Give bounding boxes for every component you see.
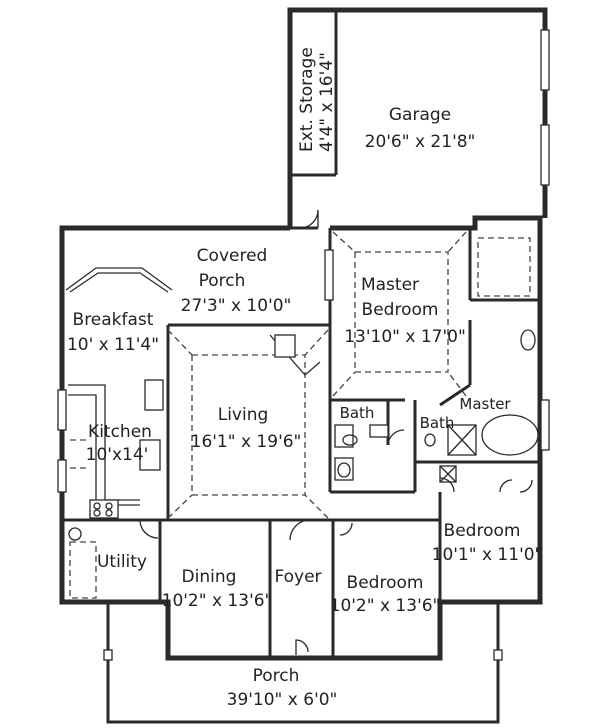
ext-storage-dims: 4'4" x 16'4": [317, 52, 337, 152]
bath-fixtures: [334, 424, 389, 481]
kitchen-dims: 10'x14': [86, 445, 149, 465]
bedroom-right-label: Bedroom: [444, 521, 521, 541]
covered-porch-label-2: Porch: [199, 271, 246, 291]
master-bedroom-dims: 13'10" x 17'0": [344, 327, 466, 347]
exterior-walls: [59, 7, 548, 661]
breakfast-bay-window: [65, 267, 173, 293]
front-porch: [103, 602, 503, 724]
bedroom-mid-dims: 10'2" x 13'6": [330, 596, 441, 616]
ext-storage-label: Ext. Storage: [297, 47, 317, 152]
interior-walls: [62, 12, 540, 658]
breakfast-dims: 10' x 11'4": [67, 335, 159, 355]
master-bath-master-label: Master: [459, 395, 511, 413]
master-bedroom-label-2: Bedroom: [362, 300, 439, 320]
windows: [57, 29, 550, 493]
garage-label: Garage: [389, 105, 451, 125]
master-bath-label: Bath: [420, 414, 455, 432]
master-bedroom-label-1: Master: [361, 275, 419, 295]
living-dims: 16'1" x 19'6": [191, 432, 302, 452]
kitchen-label: Kitchen: [88, 422, 152, 442]
bedroom-right-dims: 10'1" x 11'0": [432, 545, 543, 565]
foyer-label: Foyer: [274, 567, 321, 587]
bath-label: Bath: [340, 404, 375, 422]
breakfast-label: Breakfast: [73, 310, 154, 330]
covered-porch-dims: 27'3" x 10'0": [181, 296, 292, 316]
room-labels: Ext. Storage 4'4" x 16'4" Garage 20'6" x…: [67, 47, 542, 710]
living-label: Living: [218, 405, 269, 425]
porch-label: Porch: [253, 666, 300, 686]
porch-dims: 39'10" x 6'0": [227, 690, 338, 710]
dining-dims: 10'2" x 13'6": [162, 591, 273, 611]
doors: [139, 209, 533, 655]
kitchen-fixtures: [68, 379, 164, 519]
bedroom-mid-label: Bedroom: [347, 573, 424, 593]
utility-label: Utility: [97, 552, 147, 572]
dining-label: Dining: [182, 567, 237, 587]
covered-porch-label-1: Covered: [197, 246, 268, 266]
utility-fixtures: [68, 527, 82, 541]
ceiling-lines: [69, 231, 531, 599]
garage-dims: 20'6" x 21'8": [365, 132, 476, 152]
